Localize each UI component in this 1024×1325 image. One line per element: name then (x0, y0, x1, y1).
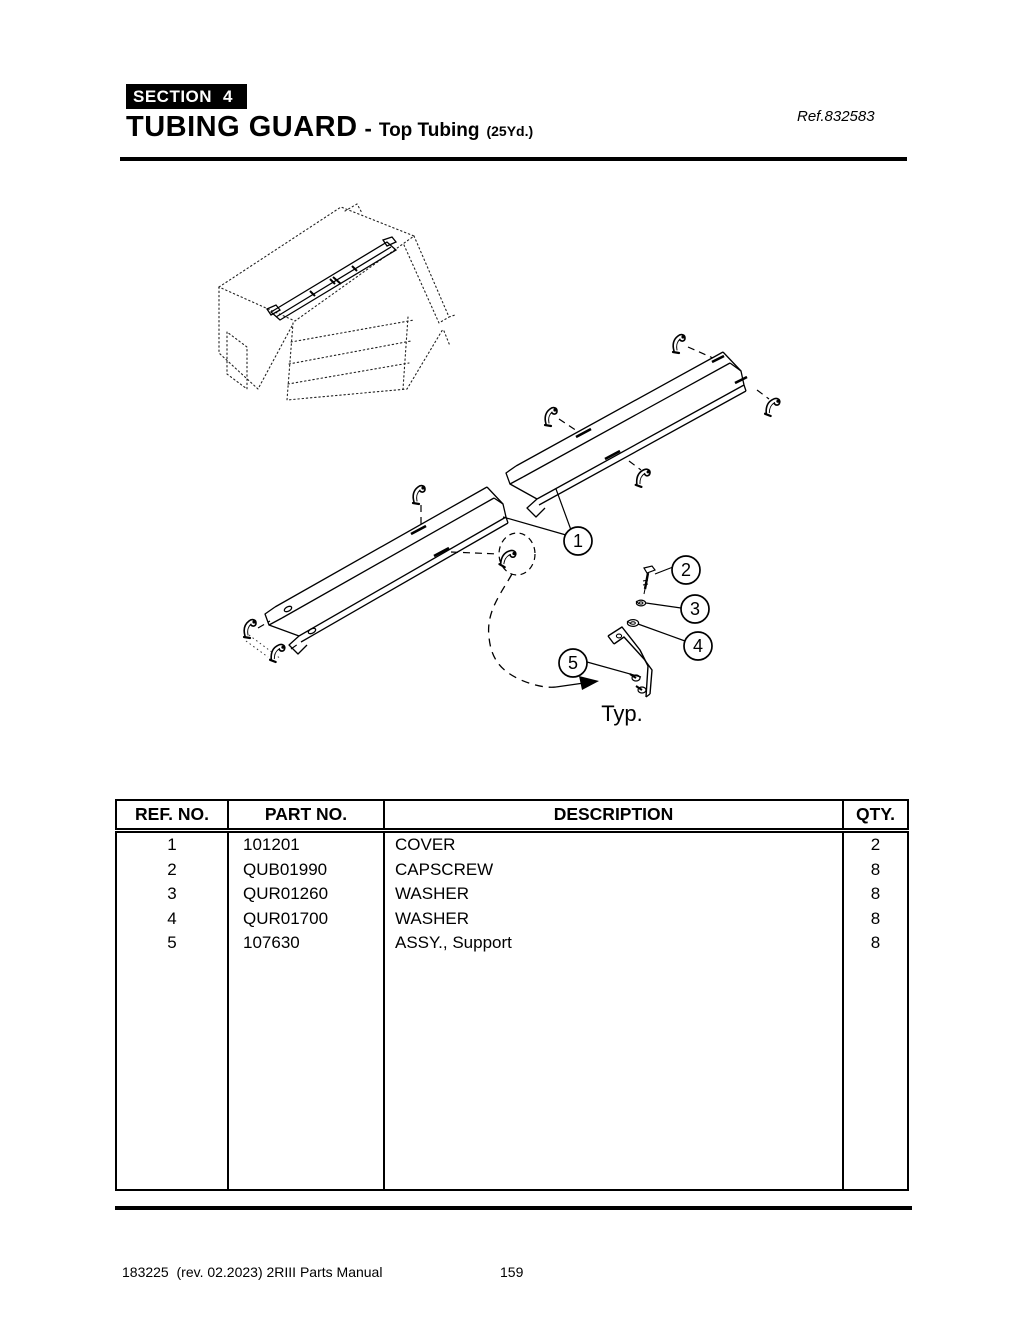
cell-ref-no: 4 (167, 908, 177, 928)
section-number: 4 (223, 86, 233, 106)
section-label: SECTION (133, 86, 213, 106)
reference-number: Ref.832583 (797, 108, 875, 125)
title-size-note: (25Yd.) (486, 123, 534, 139)
cell-part-no: QUR01700 (227, 906, 384, 931)
detail-arrow-line (555, 682, 585, 688)
footer-page-number: 159 (500, 1264, 524, 1280)
cover-right (505, 351, 748, 518)
support-hook-icon (763, 395, 782, 419)
table-header-row: REF. NO. PART NO. DESCRIPTION QTY. (116, 800, 908, 833)
cover-left (264, 486, 509, 655)
machine-reference-sketch (217, 203, 456, 401)
washer-part-3 (635, 599, 647, 607)
svg-text:1: 1 (573, 531, 583, 551)
col-header-qty: QTY. (842, 800, 908, 833)
svg-text:3: 3 (690, 599, 700, 619)
svg-text:2: 2 (681, 560, 691, 580)
col-header-description: DESCRIPTION (383, 800, 843, 833)
parts-table-container: REF. NO. PART NO. DESCRIPTION QTY. 1 101… (115, 799, 909, 1191)
exploded-view-diagram: 1 2 3 4 5 Typ. (217, 203, 782, 726)
svg-text:5: 5 (568, 653, 578, 673)
cell-qty: 2 (842, 830, 908, 858)
callout-3: 3 (680, 594, 710, 624)
table-row: 3 QUR01260 WASHER 8 (116, 882, 908, 907)
table-row: 5 107630 ASSY., Support 8 (116, 931, 908, 956)
title-main: TUBING GUARD (126, 111, 358, 143)
support-hook-icon (634, 466, 652, 490)
dashed-leader-lines (257, 346, 770, 650)
header-rule (120, 157, 907, 161)
support-hook-icon (268, 641, 287, 665)
title-subtitle: Top Tubing (378, 120, 480, 141)
callout-5: 5 (558, 648, 588, 678)
cell-description: WASHER (383, 882, 843, 907)
cell-part-no: QUB01990 (227, 857, 384, 882)
typical-label: Typ. (601, 701, 643, 726)
callout-1: 1 (563, 526, 593, 556)
support-hook-icon (497, 546, 518, 571)
col-header-part-no: PART NO. (227, 800, 384, 833)
footer-rule (115, 1206, 912, 1210)
cell-qty: 8 (842, 931, 908, 956)
cell-description: ASSY., Support (383, 931, 843, 956)
cell-part-no: 101201 (227, 830, 384, 858)
support-assembly-part (607, 626, 653, 698)
cell-description: COVER (383, 830, 843, 858)
support-hook-icon (671, 333, 687, 355)
footer-document-info: 183225 (rev. 02.2023) 2RIII Parts Manual (122, 1264, 383, 1280)
parts-table: REF. NO. PART NO. DESCRIPTION QTY. 1 101… (115, 799, 909, 1191)
cell-description: WASHER (383, 906, 843, 931)
page-title: TUBING GUARD - Top Tubing (25Yd.) (126, 111, 533, 144)
section-banner: SECTION 4 (126, 84, 247, 109)
cell-qty: 8 (842, 882, 908, 907)
support-hook-icon (411, 484, 427, 506)
cell-ref-no: 5 (167, 933, 177, 952)
cell-part-no: 107630 (227, 931, 384, 956)
callout-leader-lines (502, 488, 686, 678)
table-filler-row (116, 955, 908, 1190)
capscrew-part (642, 565, 656, 595)
stipple-trail (245, 634, 282, 660)
cell-qty: 8 (842, 906, 908, 931)
table-row: 4 QUR01700 WASHER 8 (116, 906, 908, 931)
detail-flow-curve (487, 573, 557, 688)
cell-ref-no: 2 (167, 859, 177, 879)
detail-balloon-circle (498, 532, 536, 576)
support-hook-icon (543, 406, 559, 428)
cell-ref-no: 1 (167, 835, 177, 854)
cover-on-machine (266, 236, 398, 321)
cell-qty: 8 (842, 857, 908, 882)
table-row: 1 101201 COVER 2 (116, 830, 908, 858)
cell-description: CAPSCREW (383, 857, 843, 882)
title-separator: - (364, 116, 372, 141)
col-header-ref-no: REF. NO. (116, 800, 228, 833)
cell-part-no: QUR01260 (227, 882, 384, 907)
detail-arrow-head (579, 676, 599, 690)
washer-part-4 (626, 618, 640, 627)
svg-text:4: 4 (693, 636, 703, 656)
callout-4: 4 (683, 631, 713, 661)
cell-ref-no: 3 (167, 884, 177, 903)
callout-2: 2 (671, 555, 701, 585)
table-row: 2 QUB01990 CAPSCREW 8 (116, 857, 908, 882)
